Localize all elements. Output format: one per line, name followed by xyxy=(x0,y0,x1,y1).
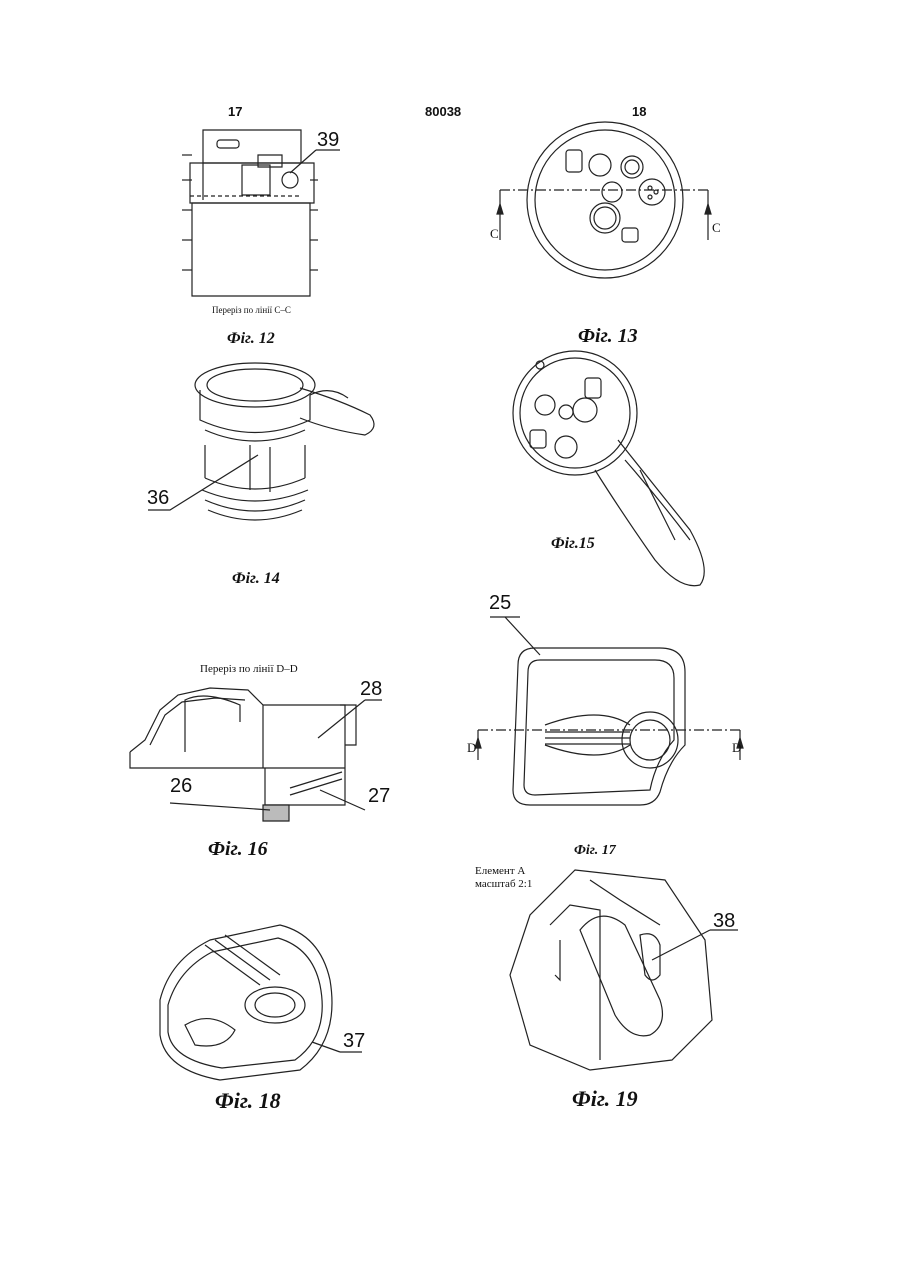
ref-39: 39 xyxy=(317,129,339,152)
ref-25: 25 xyxy=(489,592,511,615)
fig13-caption: Фіг. 13 xyxy=(578,325,638,348)
fig17-caption: Фіг. 17 xyxy=(574,843,616,859)
fig16-caption: Фіг. 16 xyxy=(208,838,268,861)
fig15-drawing xyxy=(513,351,704,586)
fig18-drawing xyxy=(160,925,362,1080)
fig13-drawing xyxy=(497,122,711,278)
fig14-caption: Фіг. 14 xyxy=(232,570,280,588)
fig18-caption: Фіг. 18 xyxy=(215,1088,281,1114)
fig17-drawing xyxy=(475,617,743,805)
ref-26: 26 xyxy=(170,775,192,798)
ref-36: 36 xyxy=(147,487,169,510)
ref-38: 38 xyxy=(713,910,735,933)
fig12-caption: Фіг. 12 xyxy=(227,330,275,348)
fig17-section-left: D xyxy=(467,740,476,756)
ref-28: 28 xyxy=(360,678,382,701)
fig19-caption: Фіг. 19 xyxy=(572,1086,638,1112)
ref-27: 27 xyxy=(368,785,390,808)
fig13-section-left: C xyxy=(490,226,499,242)
fig16-section-note: Переріз по лінії D–D xyxy=(200,663,298,676)
fig19-detail-line1: Елемент А xyxy=(475,865,525,878)
fig17-section-right: D xyxy=(732,740,741,756)
fig16-drawing xyxy=(130,688,382,821)
fig12-section-note: Переріз по лінії С–С xyxy=(212,305,291,315)
fig13-section-right: C xyxy=(712,220,721,236)
fig19-detail-line2: масштаб 2:1 xyxy=(475,878,532,891)
fig14-drawing xyxy=(148,363,374,520)
fig19-drawing xyxy=(510,870,738,1070)
fig12-drawing xyxy=(182,130,340,296)
fig15-caption: Фіг.15 xyxy=(551,535,595,553)
ref-37: 37 xyxy=(343,1030,365,1053)
